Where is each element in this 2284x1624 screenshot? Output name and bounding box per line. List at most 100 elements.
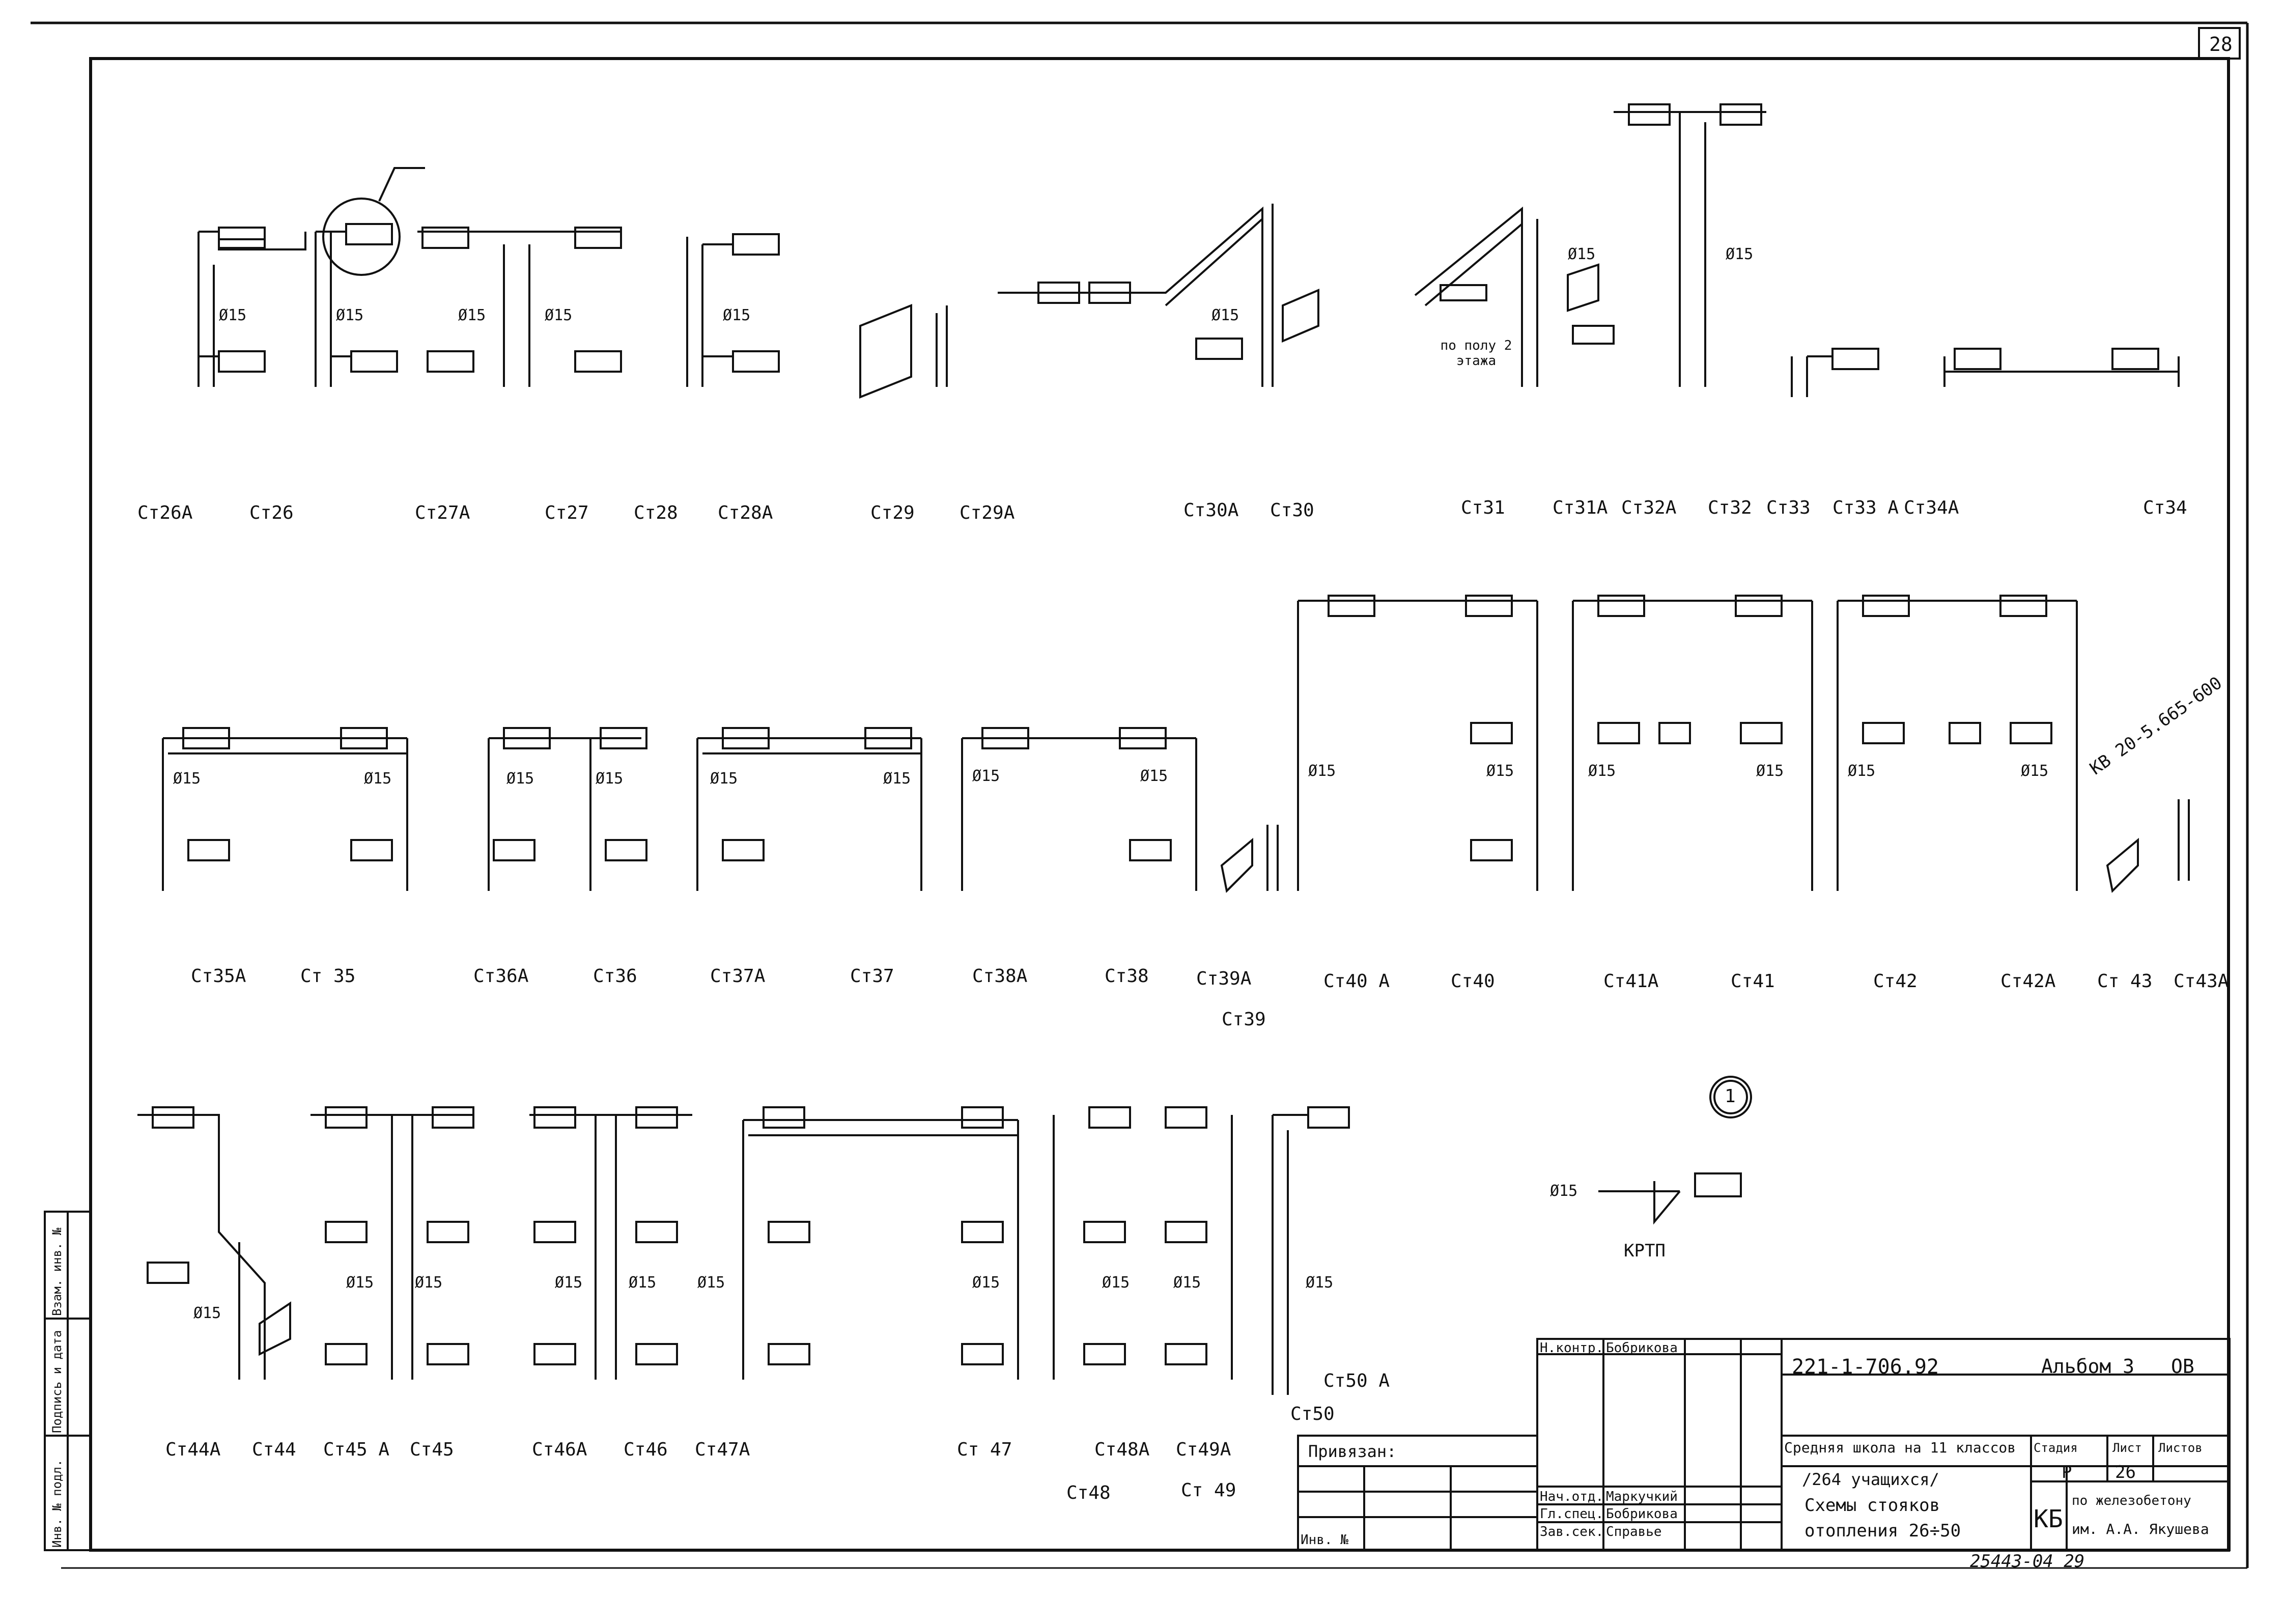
sheets-header: Листов (2158, 1441, 2203, 1455)
diameter-label: Ø15 (458, 306, 486, 324)
diameter-label: Ø15 (1173, 1274, 1201, 1292)
sheet-header: Лист (2112, 1441, 2142, 1455)
riser-label: Ст37 (850, 966, 894, 987)
riser-label: Ст30 (1270, 500, 1314, 521)
riser-label: Ст36А (473, 966, 529, 987)
riser-label: Ст39А (1196, 968, 1252, 989)
riser-label: Ст31 (1461, 497, 1505, 518)
riser-label: Ст41А (1603, 971, 1659, 992)
riser-label: Ст36 (593, 966, 637, 987)
riser-label: Ст40 А (1323, 971, 1390, 992)
riser-label: Ст29 (870, 502, 915, 523)
org-mark: КБ (2034, 1505, 2063, 1533)
bound-label: Привязан: (1308, 1442, 1397, 1461)
riser-label: Ст28А (718, 502, 773, 523)
riser-label: Ст48 (1066, 1482, 1111, 1503)
riser-label: Ст28 (634, 502, 678, 523)
diameter-label: Ø15 (1848, 762, 1876, 780)
diameter-label: Ø15 (219, 306, 247, 324)
riser-label: Ст30А (1183, 500, 1239, 521)
riser-label: Ст42 (1873, 971, 1918, 992)
riser-label: Ст27А (415, 502, 470, 523)
diameter-label: Ø15 (1568, 245, 1596, 263)
riser-label: Ст47А (695, 1439, 750, 1460)
diameter-label: Ø15 (193, 1304, 221, 1322)
riser-label: Ст48А (1094, 1439, 1150, 1460)
riser-label: Ст 43 (2097, 971, 2153, 992)
diameter-label: Ø15 (1306, 1274, 1334, 1292)
inventory-number: 25443-04 29 (1970, 1551, 2085, 1572)
diameter-label: Ø15 (336, 306, 364, 324)
diameter-label: Ø15 (1486, 762, 1514, 780)
drawing-title-line1: Схемы стояков (1804, 1495, 1940, 1516)
staff-role: Нач.отд. (1540, 1489, 1604, 1504)
diameter-label: Ø15 (555, 1274, 583, 1292)
sheet-number: 28 (2209, 33, 2233, 55)
riser-label: Ст38 (1105, 966, 1149, 987)
riser-label: Ст45 А (323, 1439, 390, 1460)
riser-label: Ст34 (2143, 497, 2187, 518)
diameter-label: Ø15 (723, 306, 751, 324)
riser-label: Ст33 А (1832, 497, 1899, 518)
stage-value: Р (2062, 1462, 2072, 1482)
diameter-label: Ø15 (710, 770, 738, 788)
riser-label: Ст41 (1731, 971, 1775, 992)
riser-label: Ст26А (137, 502, 193, 523)
diameter-label: Ø15 (972, 1274, 1000, 1292)
diameter-label: Ø15 (596, 770, 624, 788)
riser-label: Ст27 (545, 502, 589, 523)
drawing-title-line2: отопления 26÷50 (1804, 1521, 1961, 1541)
diameter-label: Ø15 (629, 1274, 657, 1292)
diameter-label: Ø15 (1756, 762, 1784, 780)
doc-code: 221-1-706.92 (1792, 1355, 1939, 1379)
riser-label: Ст44 (252, 1439, 296, 1460)
side-stamp-replaced-inv: Взам. инв. № (50, 1227, 64, 1316)
diameter-label: Ø15 (364, 770, 392, 788)
riser-label: Ст26 (249, 502, 294, 523)
staff-name: Справье (1606, 1524, 1662, 1539)
diameter-label: Ø15 (1588, 762, 1616, 780)
riser-label: Ст50 (1290, 1404, 1335, 1424)
riser-label: Ст 49 (1181, 1480, 1236, 1501)
riser-label: Ст44А (165, 1439, 221, 1460)
diameter-label: Ø15 (1726, 245, 1754, 263)
diameter-label: Ø15 (1140, 767, 1168, 785)
riser-label: Ст42А (2000, 971, 2056, 992)
riser-label: Ст 47 (957, 1439, 1012, 1460)
inv-label: Инв. № (1301, 1532, 1348, 1548)
riser-label: Ст37А (710, 966, 766, 987)
org-line1: по железобетону (2072, 1493, 2191, 1508)
album-label: Альбом 3 (2041, 1355, 2135, 1378)
stage-header: Стадия (2034, 1441, 2078, 1455)
riser-label: Ст46А (532, 1439, 587, 1460)
riser-label: Ст32 (1708, 497, 1752, 518)
diameter-label: Ø15 (883, 770, 911, 788)
valve-label: КРТП (1624, 1241, 1666, 1261)
diameter-label: Ø15 (972, 767, 1000, 785)
staff-role: Зав.сек. (1540, 1524, 1604, 1539)
staff-name: Бобрикова (1606, 1340, 1678, 1356)
sheet-value: 26 (2115, 1462, 2136, 1482)
riser-label: Ст38А (972, 966, 1028, 987)
diameter-label: Ø15 (1550, 1182, 1578, 1200)
diameter-label: Ø15 (173, 770, 201, 788)
riser-label: Ст46 (624, 1439, 668, 1460)
album-section: ОВ (2171, 1355, 2194, 1378)
riser-label: Ст45 (410, 1439, 454, 1460)
riser-label: Ст31А (1553, 497, 1608, 518)
side-stamp-inv-original: Инв. № подл. (50, 1459, 64, 1548)
riser-label: Ст50 А (1323, 1370, 1390, 1391)
diameter-label: Ø15 (1211, 306, 1239, 324)
diameter-label: Ø15 (346, 1274, 374, 1292)
staff-role: Н.контр. (1540, 1340, 1604, 1356)
staff-name: Маркучкий (1606, 1489, 1678, 1504)
riser-label: Ст32А (1621, 497, 1677, 518)
riser-label: Ст33 (1766, 497, 1811, 518)
riser-label: Ст29А (960, 502, 1015, 523)
diameter-label: Ø15 (506, 770, 534, 788)
riser-label: Ст34А (1904, 497, 1959, 518)
side-stamp-signature-date: Подпись и дата (50, 1330, 64, 1433)
riser-label: Ст 35 (300, 966, 356, 987)
diameter-label: Ø15 (415, 1274, 443, 1292)
